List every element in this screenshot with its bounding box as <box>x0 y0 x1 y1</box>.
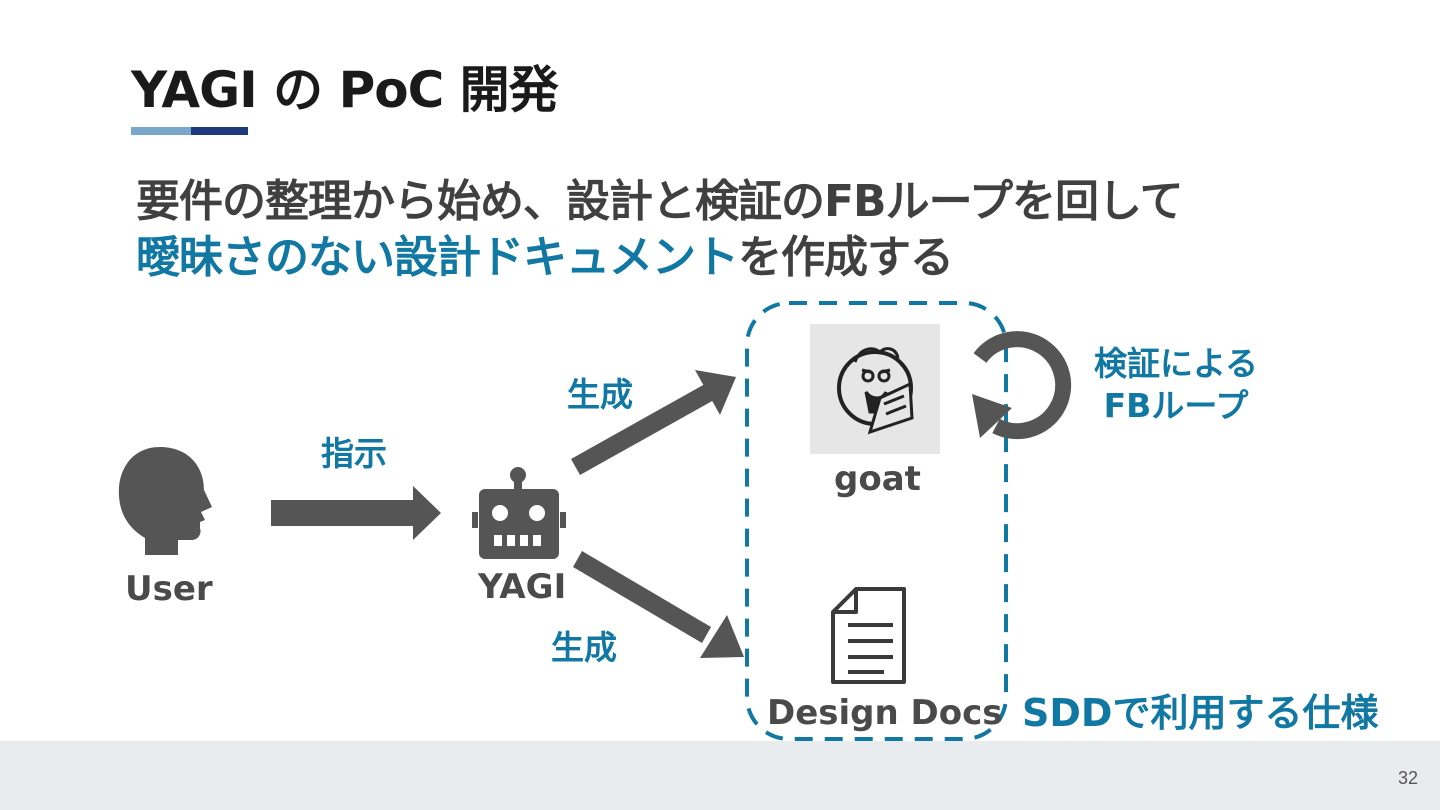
robot-icon <box>472 467 566 559</box>
instruct-label: 指示 <box>321 434 387 473</box>
goat-logo-icon <box>837 347 914 435</box>
generate-top-arrow <box>571 370 736 475</box>
title-underline-dark <box>191 127 248 135</box>
slide-title: YAGI の PoC 開発 <box>131 61 559 119</box>
loop-arrow-icon <box>972 331 1072 440</box>
generate-bottom-label: 生成 <box>551 628 617 667</box>
subtitle-rest: を作成する <box>738 232 954 283</box>
subtitle-highlight: 曖昧さのない設計ドキュメント <box>136 232 739 283</box>
loop-label-line2: FBループ <box>1103 386 1249 425</box>
document-icon <box>831 587 906 684</box>
subtitle-line2: 曖昧さのない設計ドキュメントを作成する <box>136 230 1183 286</box>
loop-label-line1: 検証による <box>1094 344 1259 383</box>
user-label: User <box>125 569 213 609</box>
subtitle: 要件の整理から始め、設計と検証のFBループを回して 曖昧さのない設計ドキュメント… <box>136 174 1184 286</box>
loop-label: 検証による FBループ <box>1094 343 1258 427</box>
subtitle-line1: 要件の整理から始め、設計と検証のFBループを回して <box>136 176 1184 227</box>
generate-top-label: 生成 <box>567 375 633 414</box>
generate-bottom-arrow <box>573 551 744 658</box>
spec-group-label: SDDで利用する仕様 <box>1022 691 1379 735</box>
page-number: 32 <box>1397 768 1418 788</box>
instruct-arrow <box>271 486 441 540</box>
title-underline-light <box>131 127 191 135</box>
footer-bar <box>0 741 1440 810</box>
goat-logo-box <box>810 324 940 454</box>
user-head-icon <box>118 447 212 555</box>
yagi-label: YAGI <box>478 567 567 607</box>
design-docs-label: Design Docs <box>767 693 1003 733</box>
goat-label: goat <box>834 459 921 499</box>
